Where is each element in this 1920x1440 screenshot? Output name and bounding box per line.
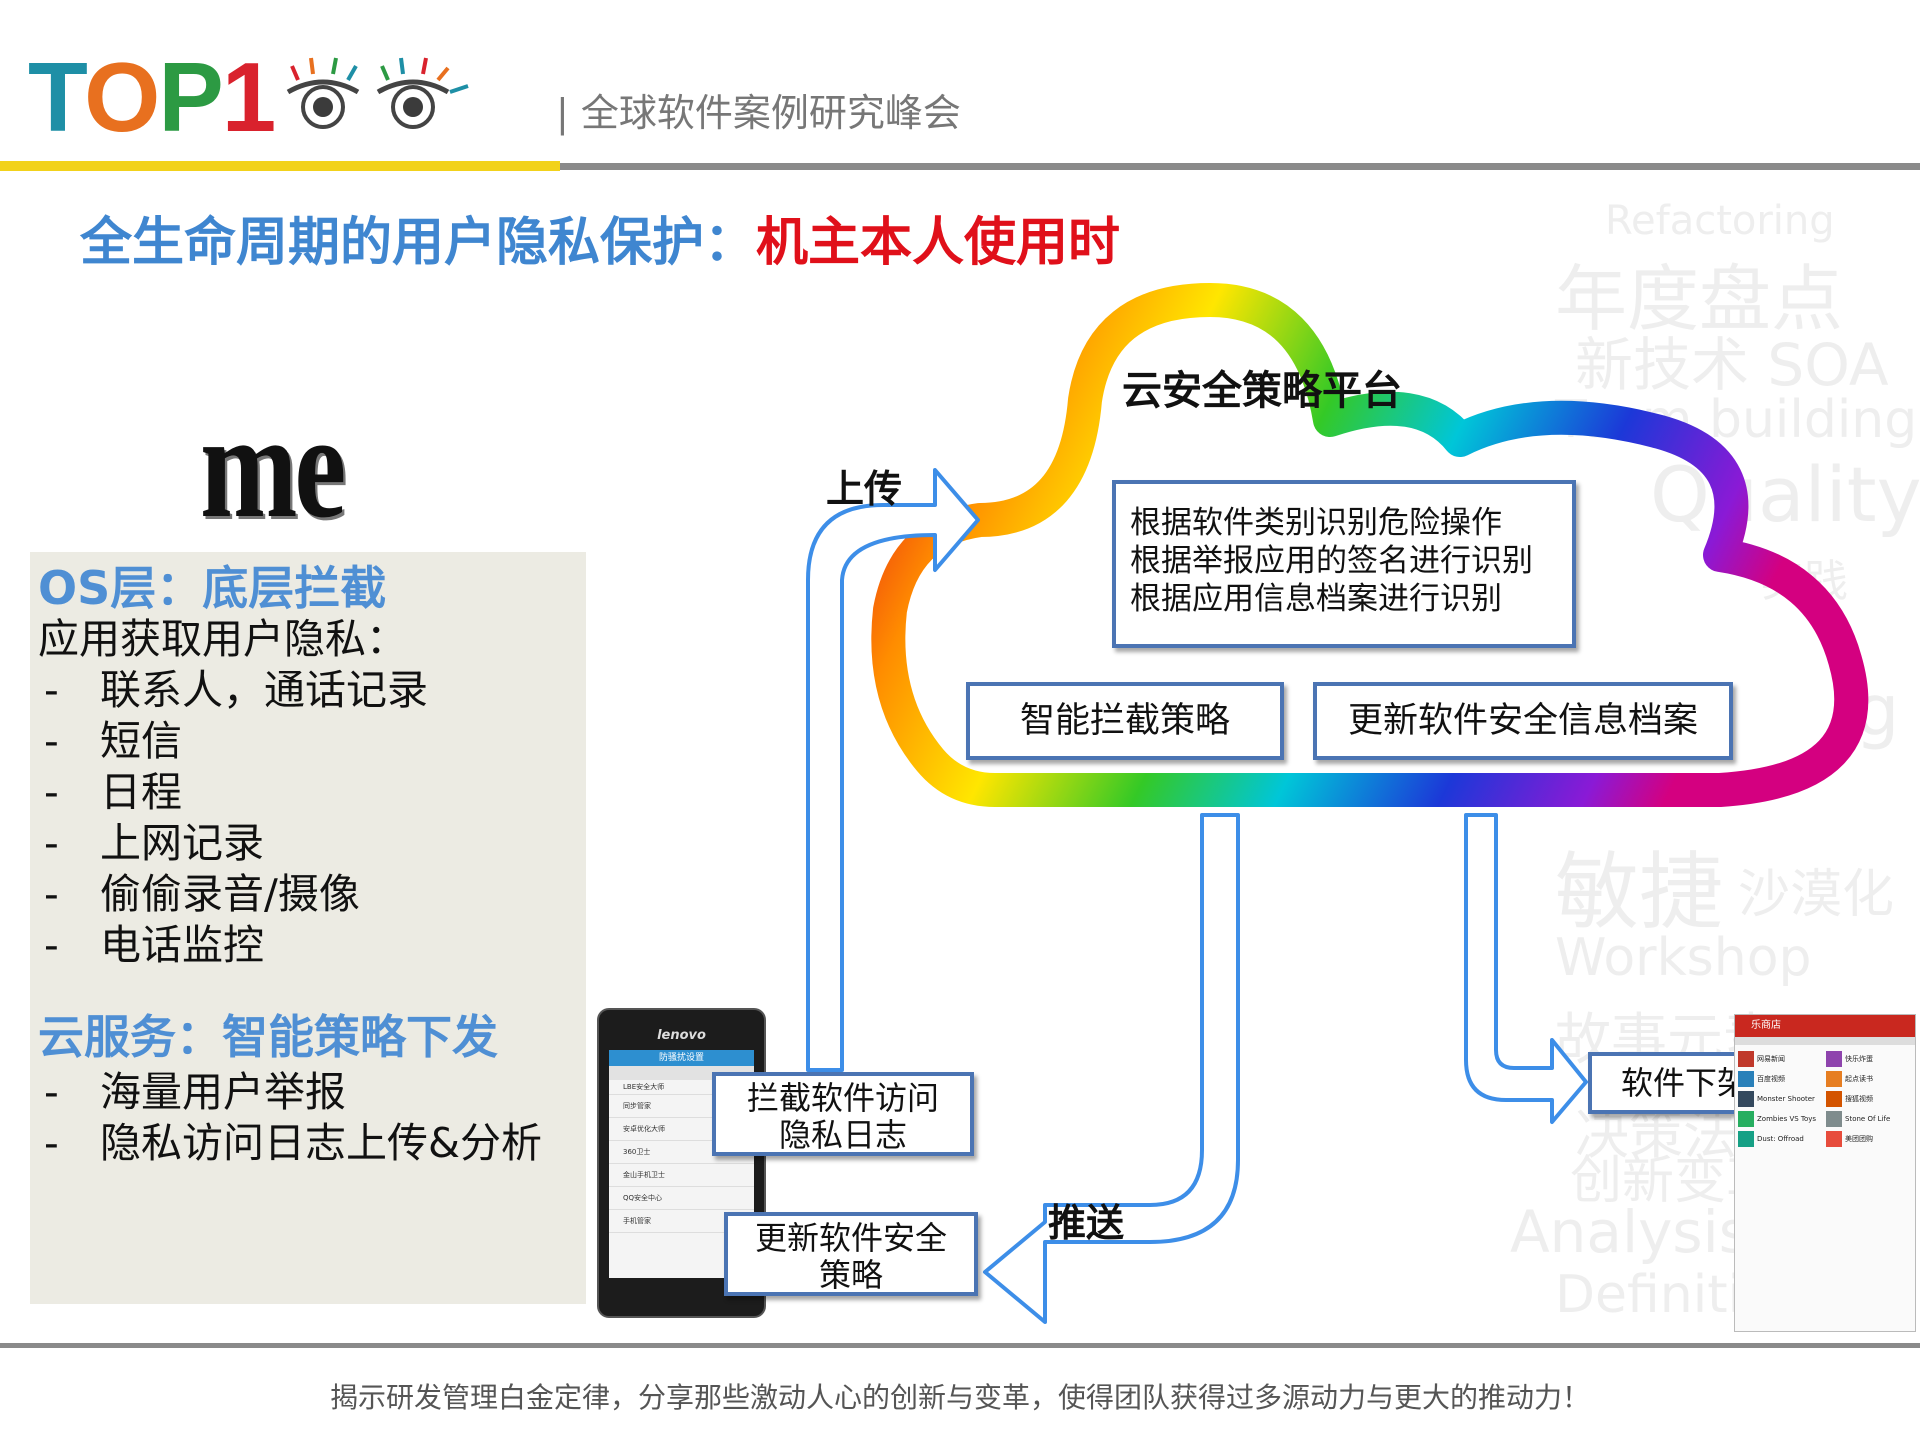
os-layer-heading: OS层：底层拦截 bbox=[38, 561, 387, 615]
phone-app-item: 手机管家 bbox=[609, 1210, 754, 1233]
list-item: -上网记录 bbox=[44, 819, 264, 867]
store-app: 美团团购 bbox=[1826, 1131, 1912, 1147]
store-app: 百度视频 bbox=[1738, 1071, 1824, 1087]
title-emphasis: 机主本人使用时 bbox=[756, 213, 1121, 273]
app-store-screenshot: 乐商店 网易新闻 快乐炸蛋 百度视频 起点读书 Monster Shooter … bbox=[1734, 1014, 1916, 1332]
phone-app-item: LBE安全大师 bbox=[609, 1080, 754, 1095]
list-item: -短信 bbox=[44, 717, 182, 765]
watermark-word: 敏捷 bbox=[1555, 843, 1724, 941]
log-box-line: 隐私日志 bbox=[778, 1116, 907, 1154]
store-app: 快乐炸蛋 bbox=[1826, 1051, 1912, 1067]
archive-box: 更新软件安全信息档案 bbox=[1313, 682, 1733, 760]
phone-app-title: 防骚扰设置 bbox=[609, 1050, 754, 1066]
update-strategy-box: 更新软件安全 策略 bbox=[724, 1212, 978, 1296]
cloud-service-heading: 云服务：智能策略下发 bbox=[38, 1010, 498, 1064]
slide-title: 全生命周期的用户隐私保护：机主本人使用时 bbox=[80, 200, 1120, 275]
list-item: -电话监控 bbox=[44, 921, 264, 969]
header-bar-yellow bbox=[0, 161, 560, 171]
list-item: -海量用户举报 bbox=[44, 1068, 346, 1116]
log-box: 拦截软件访问 隐私日志 bbox=[712, 1072, 974, 1156]
os-layer-intro: 应用获取用户隐私： bbox=[38, 615, 407, 663]
watermark-word: 年度盘点 bbox=[1555, 257, 1844, 341]
store-app: 搜狐视频 bbox=[1826, 1091, 1912, 1107]
phone-app-item: 金山手机卫士 bbox=[609, 1164, 754, 1187]
store-app: Dust: Offroad bbox=[1738, 1131, 1824, 1147]
phone-app-item: QQ安全中心 bbox=[609, 1187, 754, 1210]
list-item: -隐私访问日志上传&分析 bbox=[44, 1119, 542, 1167]
update-box-line: 更新软件安全 bbox=[754, 1219, 947, 1257]
footer-slogan: 揭示研发管理白金定律，分享那些激动人心的创新与变革，使得团队获得过多源动力与更大… bbox=[329, 1381, 1590, 1414]
store-app: Zombies VS Toys bbox=[1738, 1111, 1824, 1127]
upload-label: 上传 bbox=[826, 467, 903, 511]
update-box-line: 策略 bbox=[818, 1256, 883, 1294]
phone-screen: 防骚扰设置 LBE安全大师 同步管家 安卓优化大师 360卫士 金山手机卫士 Q… bbox=[609, 1050, 754, 1278]
store-title: 乐商店 bbox=[1735, 1015, 1915, 1037]
rules-box: 根据软件类别识别危险操作 根据举报应用的签名进行识别 根据应用信息档案进行识别 bbox=[1112, 480, 1576, 648]
push-label: 推送 bbox=[1048, 1201, 1125, 1245]
store-app: Monster Shooter bbox=[1738, 1091, 1824, 1107]
watermark-word: Refactoring bbox=[1605, 198, 1835, 244]
list-item: -偷偷录音/摄像 bbox=[44, 870, 360, 918]
eyes-logo-icon bbox=[286, 57, 469, 129]
left-panel: OS层：底层拦截 应用获取用户隐私： -联系人，通话记录 -短信 -日程 -上网… bbox=[30, 552, 586, 1304]
phone-app-item: 同步管家 bbox=[609, 1095, 754, 1118]
header-subtitle: | 全球软件案例研究峰会 bbox=[556, 91, 961, 135]
phone-brand: lenovo bbox=[657, 1028, 706, 1043]
phone-app-item: 安卓优化大师 bbox=[609, 1118, 754, 1141]
watermark-word: Workshop bbox=[1555, 928, 1812, 988]
strategy-box: 智能拦截策略 bbox=[966, 682, 1284, 760]
rule-text: 根据软件类别识别危险操作 bbox=[1130, 505, 1502, 541]
list-item: -联系人，通话记录 bbox=[44, 666, 428, 714]
footer-divider bbox=[0, 1343, 1920, 1348]
top1-logo: TOP1 bbox=[28, 42, 478, 152]
rule-text: 根据应用信息档案进行识别 bbox=[1130, 581, 1502, 617]
upload-arrow bbox=[806, 468, 980, 1072]
store-app: 网易新闻 bbox=[1738, 1051, 1824, 1067]
rule-text: 根据举报应用的签名进行识别 bbox=[1130, 543, 1533, 579]
push-arrow bbox=[983, 813, 1240, 1324]
takedown-arrow bbox=[1464, 813, 1588, 1124]
watermark-word: Analysis bbox=[1510, 1198, 1749, 1266]
cloud-platform-title: 云安全策略平台 bbox=[1122, 368, 1402, 414]
me-label: me bbox=[200, 383, 346, 549]
header-bar-gray bbox=[560, 163, 1920, 170]
title-main: 全生命周期的用户隐私保护： bbox=[80, 213, 757, 273]
rainbow-cloud-outline bbox=[871, 283, 1869, 807]
phone-app-item: 360卫士 bbox=[609, 1141, 754, 1164]
list-item: -日程 bbox=[44, 768, 182, 816]
log-box-line: 拦截软件访问 bbox=[746, 1079, 939, 1117]
store-app: 起点读书 bbox=[1826, 1071, 1912, 1087]
logo-text: TOP1 bbox=[28, 42, 276, 152]
watermark-word: 沙漠化 bbox=[1738, 865, 1895, 925]
watermark-word: 新技术 SOA bbox=[1575, 331, 1889, 399]
store-app: Stone Of Life bbox=[1826, 1111, 1912, 1127]
